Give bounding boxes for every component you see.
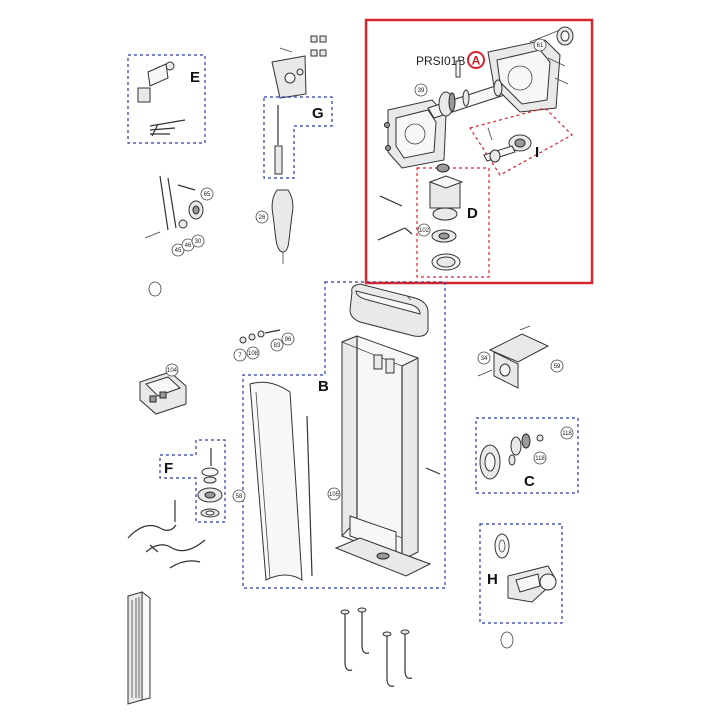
selected-assembly-highlight[interactable]: [364, 18, 594, 285]
callout-59: 59: [550, 359, 564, 373]
gearbox-bolts[interactable]: [377, 195, 413, 241]
gear-rack[interactable]: [127, 591, 151, 705]
bearing-ring[interactable]: [493, 79, 503, 97]
seal-strip[interactable]: [306, 415, 313, 577]
callout-39: 39: [414, 83, 428, 97]
group-c-pulley[interactable]: [479, 433, 544, 480]
group-f-parts[interactable]: [197, 448, 223, 518]
group-box-e: [127, 54, 206, 144]
callout-108: 108: [246, 346, 260, 360]
callout-46: 46: [181, 238, 195, 252]
group-e-parts[interactable]: [137, 61, 186, 137]
svg-text:104: 104: [167, 368, 178, 374]
svg-text:30: 30: [195, 239, 202, 245]
balance-spring[interactable]: [271, 189, 294, 264]
group-box-d: [416, 167, 490, 278]
svg-text:39: 39: [418, 88, 425, 94]
output-bracket[interactable]: [487, 29, 569, 113]
group-letter-e: E: [190, 69, 200, 86]
callout-104: 104: [165, 363, 179, 377]
callout-118-bottom: 118: [533, 451, 547, 465]
group-letter-c: C: [524, 473, 535, 490]
part-code-label: PRSI01B: [416, 54, 465, 68]
group-letter-h: H: [487, 571, 498, 588]
callout-65: 65: [200, 187, 214, 201]
callout-45: 45: [171, 243, 185, 257]
side-bolts[interactable]: [425, 467, 441, 475]
selected-marker-a-text: A: [472, 54, 481, 68]
callout-105: 105: [327, 487, 341, 501]
group-h-parts[interactable]: [494, 533, 557, 603]
mounting-bracket[interactable]: [477, 325, 550, 389]
callout-96: 96: [281, 332, 295, 346]
svg-text:96: 96: [285, 337, 292, 343]
release-lever[interactable]: [144, 175, 204, 239]
shaft-seal[interactable]: [556, 26, 574, 46]
callout-7: 7: [233, 348, 247, 362]
selected-marker-a[interactable]: A: [467, 51, 485, 69]
svg-text:34: 34: [481, 356, 488, 362]
svg-text:118: 118: [535, 456, 545, 462]
cabinet-body[interactable]: [341, 335, 419, 561]
group-box-c: [475, 417, 579, 494]
control-board[interactable]: [139, 371, 187, 415]
svg-text:26: 26: [259, 215, 266, 221]
small-gasket[interactable]: [500, 631, 514, 649]
cabinet-base-plate[interactable]: [334, 537, 432, 577]
svg-text:61: 61: [537, 43, 544, 49]
svg-text:58: 58: [236, 494, 243, 500]
group-g-spring[interactable]: [274, 105, 283, 175]
group-box-f: [159, 439, 226, 523]
callout-30: 30: [191, 234, 205, 248]
gearbox-housing[interactable]: [384, 99, 447, 169]
group-box-h: [479, 523, 563, 624]
svg-text:105: 105: [329, 492, 340, 498]
group-box-b: [242, 281, 446, 589]
hinge-rods[interactable]: [127, 500, 206, 569]
callout-26: 26: [255, 210, 269, 224]
callout-83: 83: [270, 338, 284, 352]
svg-text:83: 83: [274, 343, 281, 349]
group-letter-g: G: [312, 105, 324, 122]
callout-118-top: 118: [560, 426, 574, 440]
group-letter-d: D: [467, 205, 478, 222]
callout-58: 58: [232, 489, 246, 503]
callout-102: 102: [417, 223, 431, 237]
small-hardware-set[interactable]: [239, 329, 281, 344]
motor-clamp-ring[interactable]: [431, 253, 461, 271]
svg-text:118: 118: [562, 431, 572, 437]
svg-text:108: 108: [248, 351, 259, 357]
svg-text:65: 65: [204, 192, 211, 198]
anchor-bolts[interactable]: [340, 607, 413, 687]
side-panel[interactable]: [249, 381, 303, 581]
group-letter-i: I: [535, 144, 539, 161]
cabinet-lid[interactable]: [349, 283, 429, 337]
key-part[interactable]: [455, 60, 461, 78]
o-ring[interactable]: [148, 281, 162, 297]
group-g-bracket[interactable]: [271, 35, 327, 99]
motor-body[interactable]: [428, 163, 464, 243]
svg-text:7: 7: [238, 353, 242, 359]
svg-text:46: 46: [185, 243, 192, 249]
callout-61: 61: [533, 38, 547, 52]
group-letter-b: B: [318, 378, 329, 395]
group-box-g: [263, 96, 333, 179]
svg-text:102: 102: [419, 228, 430, 234]
release-gear[interactable]: [483, 127, 532, 163]
callout-34: 34: [477, 351, 491, 365]
svg-text:59: 59: [554, 364, 561, 370]
svg-text:45: 45: [175, 248, 182, 254]
group-letter-f: F: [164, 460, 173, 477]
